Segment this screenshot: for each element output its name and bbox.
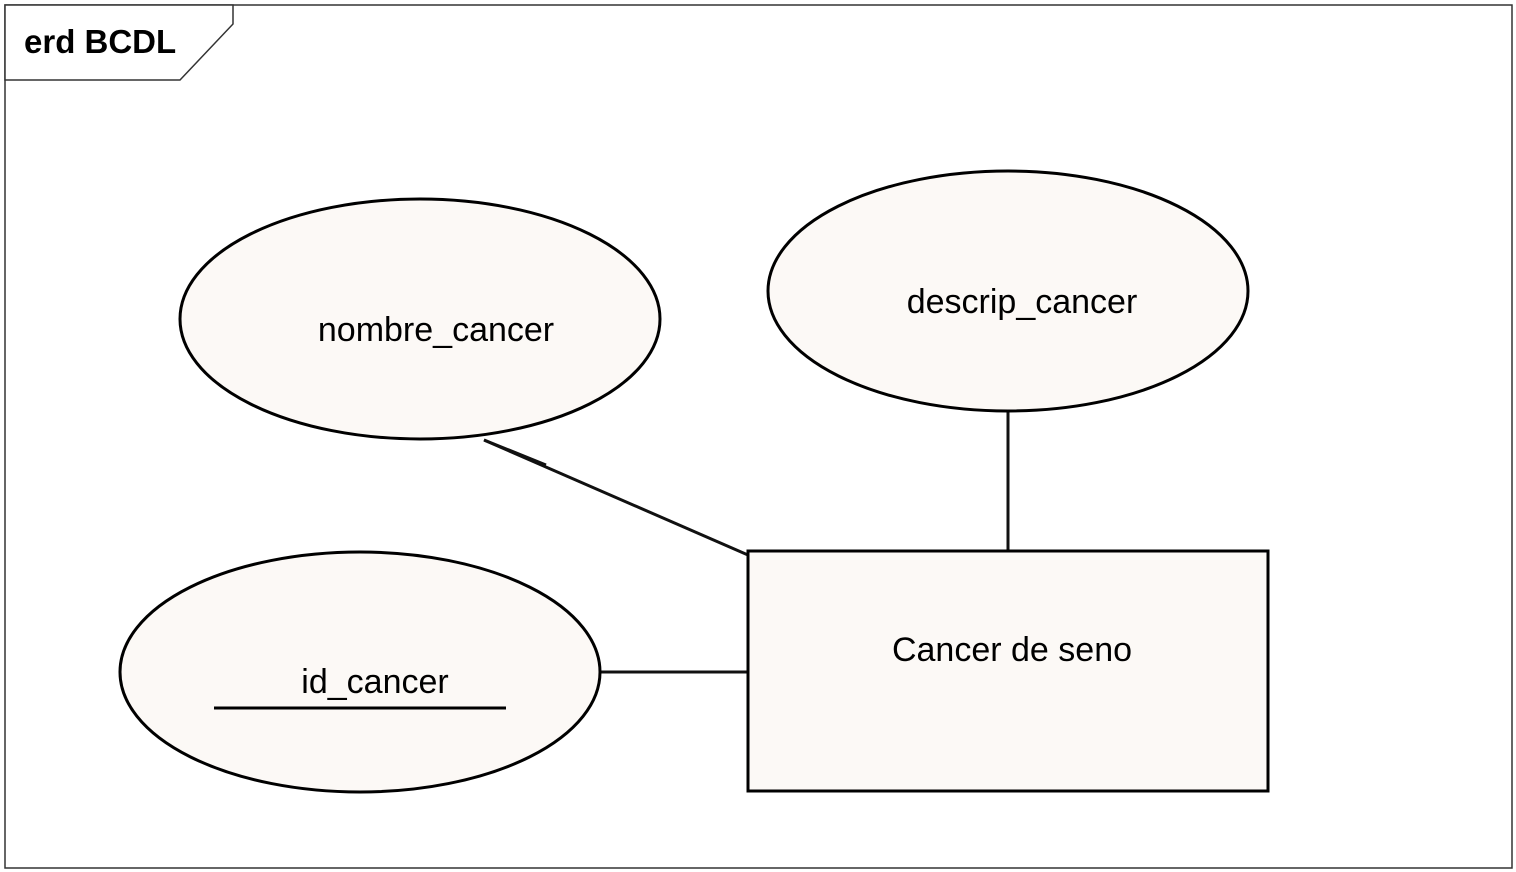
attribute-label: descrip_cancer [907,283,1138,321]
entity-cancer-de-seno[interactable]: Cancer de seno [746,549,1270,793]
entity-box [746,549,1270,793]
attribute-ellipse [118,550,602,794]
attribute-id-cancer[interactable]: id_cancer [118,550,602,794]
frame-title-tab [4,4,234,81]
entity-label: Cancer de seno [892,631,1132,669]
attribute-descrip-cancer[interactable]: descrip_cancer [766,169,1250,413]
attribute-label: id_cancer [301,663,448,701]
attribute-ellipse [178,197,662,441]
attribute-label: nombre_cancer [318,311,554,349]
attribute-nombre-cancer[interactable]: nombre_cancer [178,197,662,441]
attribute-ellipse [766,169,1250,413]
frame-title: erd BCDL [24,23,176,60]
edge-nombre-cancer-tick [483,438,547,467]
